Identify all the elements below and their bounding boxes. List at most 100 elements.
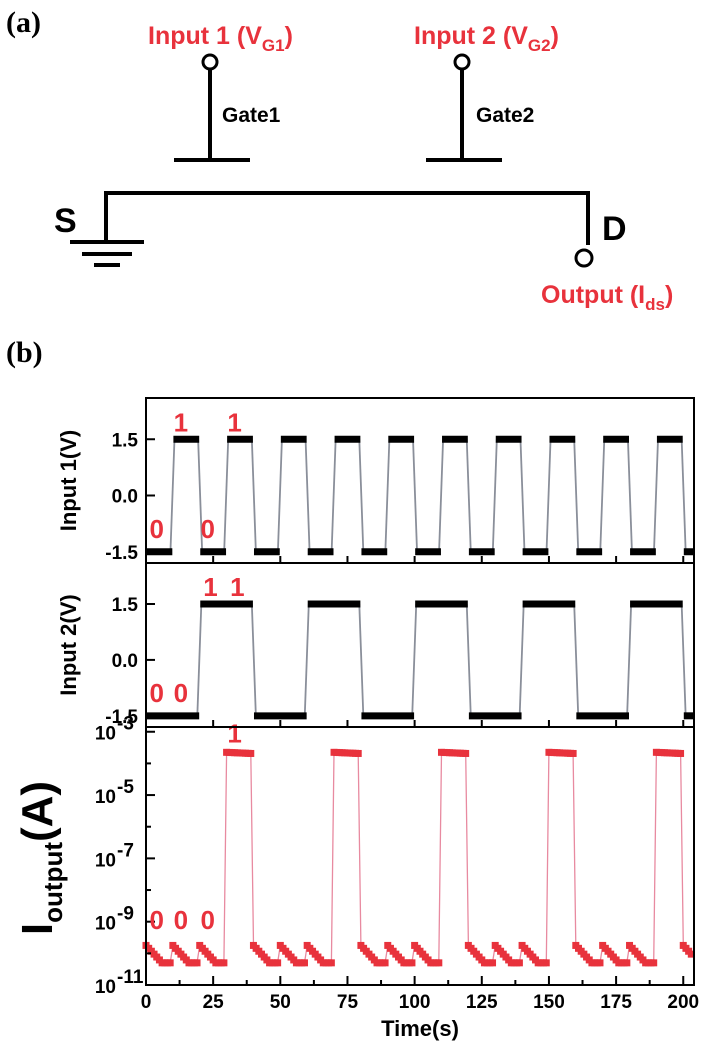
output-ytick-exponent: -3: [117, 714, 134, 735]
output-data-point: [596, 959, 604, 967]
input2-fall-edge: [465, 603, 472, 716]
input1-rise-edge: [491, 439, 498, 552]
output-data-point: [220, 959, 228, 967]
gate2-label: Gate2: [476, 104, 534, 127]
input1-fall-edge: [250, 439, 257, 552]
output-ytick-exponent: -11: [117, 967, 144, 988]
output-ylabel: Ioutput(A): [13, 781, 68, 935]
input2-logic-label: 0: [174, 678, 188, 708]
output-trace-line: [145, 751, 692, 964]
output-ytick-exponent: -9: [117, 904, 134, 925]
output-data-point: [650, 959, 658, 967]
output-data-point: [687, 950, 695, 958]
input1-label: Input 1 (VG1): [148, 22, 293, 55]
input1-ylabel: Input 1(V): [56, 430, 81, 531]
output-logic-label: 1: [227, 718, 241, 748]
input2-logic-label: 1: [230, 572, 244, 602]
output-data-point: [193, 959, 201, 967]
output-xtick-label: 175: [600, 992, 632, 1013]
output-data-point: [354, 749, 362, 757]
input1-ytick-label: 1.5: [112, 430, 139, 451]
channel-line: [104, 191, 590, 245]
output-ytick-label: 10: [95, 724, 116, 745]
output-data-point: [569, 749, 577, 757]
gate1-terminal: [201, 53, 219, 71]
output-data-point: [166, 959, 174, 967]
input2-fall-edge: [358, 603, 365, 716]
input2-rise-edge: [303, 603, 310, 716]
input1-logic-label: 1: [227, 407, 241, 437]
drain-label: D: [602, 210, 627, 248]
output-xtick-label: 150: [533, 992, 565, 1013]
input1-fall-edge: [304, 439, 311, 552]
input1-ytick-label: 0.0: [112, 487, 138, 508]
input1-rise-edge: [169, 439, 176, 552]
plot-frame-3: [145, 726, 695, 986]
output-xlabel: Time(s): [381, 1016, 459, 1041]
input1-rise-edge: [330, 439, 337, 552]
output-xtick-label: 75: [337, 992, 359, 1013]
output-data-point: [435, 959, 443, 967]
output-ytick-exponent: -7: [117, 840, 134, 861]
output-ytick-label: 10: [95, 977, 116, 998]
input1-ytick-label: -1.5: [105, 543, 138, 564]
output-xtick-label: 25: [203, 992, 225, 1013]
output-data-point: [623, 959, 631, 967]
output-data-point: [274, 959, 282, 967]
input2-rise-edge: [518, 603, 525, 716]
output-xtick-label: 0: [141, 992, 152, 1013]
output-logic-label: 0: [174, 905, 188, 935]
drain-terminal: [574, 248, 594, 268]
input2-rise-edge: [411, 603, 418, 716]
input1-rise-edge: [223, 439, 230, 552]
output-data-point: [677, 749, 685, 757]
input2-logic-label: 1: [203, 572, 217, 602]
input2-ytick-label: 1.5: [112, 595, 139, 616]
output-data-point: [462, 749, 470, 757]
input2-ylabel: Input 2(V): [56, 594, 81, 695]
input2-label: Input 2 (VG2): [414, 22, 559, 55]
input1-fall-edge: [412, 439, 418, 552]
output-data-point: [542, 959, 550, 967]
input2-fall-edge: [250, 603, 257, 716]
circuit-diagram: Input 1 (VG1) Input 2 (VG2) Gate1 Gate2 …: [54, 22, 673, 314]
output-xtick-label: 50: [270, 992, 291, 1013]
output-xtick-label: 125: [466, 992, 498, 1013]
output-ytick-exponent: -5: [117, 777, 134, 798]
output-ytick-label: 10: [95, 787, 116, 808]
input2-subscript: G2: [528, 36, 551, 55]
output-subscript: ds: [645, 295, 665, 314]
input1-fall-edge: [627, 439, 633, 552]
output-ytick-label: 10: [95, 850, 116, 871]
input1-rise-edge: [599, 439, 606, 552]
output-xtick-label: 100: [399, 992, 431, 1013]
input1-rise-edge: [384, 439, 391, 552]
input1-rise-edge: [438, 439, 445, 552]
input2-rise-edge: [196, 603, 203, 716]
input1-fall-edge: [465, 439, 472, 552]
panel-b-label: (b): [6, 336, 43, 369]
input1-logic-label: 0: [150, 514, 164, 544]
output-data-point: [515, 959, 523, 967]
input2-ytick-label: -1.5: [105, 707, 138, 728]
input1-fall-edge: [197, 439, 204, 552]
input2-logic-label: 0: [150, 678, 164, 708]
output-xtick-label: 200: [667, 992, 699, 1013]
output-data-point: [489, 959, 497, 967]
input1-logic-label: 0: [201, 514, 215, 544]
output-label: Output (Ids): [541, 281, 673, 314]
input2-fall-edge: [680, 603, 687, 716]
gate1-label: Gate1: [222, 104, 281, 127]
output-logic-label: 0: [201, 905, 215, 935]
input2-ytick-label: 0.0: [112, 651, 138, 672]
input1-fall-edge: [573, 439, 580, 552]
output-ytick-label: 10: [95, 914, 116, 935]
input1-rise-edge: [653, 439, 659, 552]
plot-frame-2: [145, 562, 695, 728]
input1-fall-edge: [358, 439, 365, 552]
input2-rise-edge: [626, 603, 633, 716]
